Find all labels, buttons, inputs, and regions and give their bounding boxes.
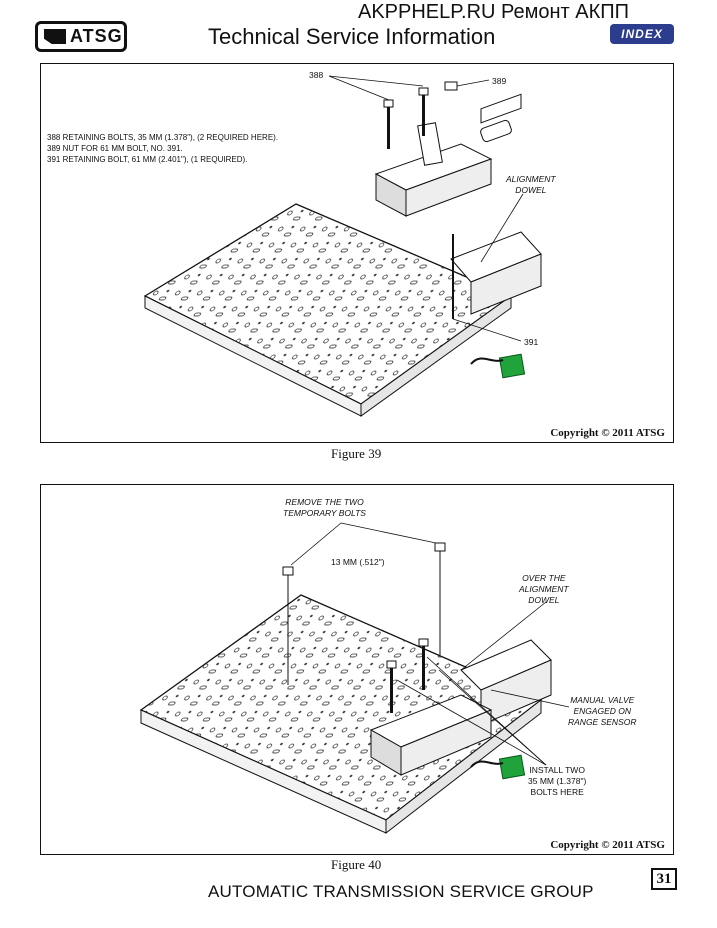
leader-lines	[290, 522, 570, 766]
manual-line-2: ENGAGED ON	[573, 706, 632, 716]
callout-alignment-dowel: ALIGNMENT DOWEL	[506, 174, 556, 196]
page-number: 31	[651, 868, 677, 890]
green-connector	[470, 353, 526, 379]
callout-391: 391	[524, 337, 539, 347]
manual-valve-assembly	[374, 119, 512, 217]
legend-item-388: 388 RETAINING BOLTS, 35 MM (1.378"), (2 …	[47, 133, 279, 142]
manual-line-1: MANUAL VALVE	[570, 695, 635, 705]
callout-manual-valve: MANUAL VALVE ENGAGED ON RANGE SENSOR	[568, 695, 637, 728]
install-line-1: INSTALL TWO	[529, 765, 585, 775]
figure-40-illustration	[139, 522, 570, 835]
bolt-size-label: 13 MM (.512")	[331, 557, 385, 567]
nut-389	[444, 81, 458, 91]
index-button[interactable]: INDEX	[610, 24, 674, 44]
manual-valve-assembly	[369, 694, 493, 776]
leader-lines	[328, 75, 524, 342]
remove-line-1: REMOVE THE TWO	[285, 497, 364, 507]
callout-over-alignment-dowel: OVER THE ALIGNMENT DOWEL	[519, 573, 569, 606]
figure-40-copyright: Copyright © 2011 ATSG	[550, 839, 665, 851]
install-line-3: BOLTS HERE	[530, 787, 584, 797]
install-bolt-left	[386, 660, 397, 713]
callout-388: 388	[309, 70, 324, 80]
temporary-bolt-left	[282, 566, 294, 685]
parts-legend: 388 RETAINING BOLTS, 35 MM (1.378"), (2 …	[47, 132, 278, 165]
dowel-line-2: DOWEL	[515, 185, 547, 195]
range-sensor	[450, 93, 542, 315]
callout-389: 389	[492, 76, 507, 86]
page-title: Technical Service Information	[208, 24, 496, 49]
figure-40-caption: Figure 40	[331, 857, 382, 872]
footer-organization: AUTOMATIC TRANSMISSION SERVICE GROUP	[208, 882, 594, 901]
figure-39-frame: 388 389 391 ALIGNMENT DOWEL 388 RETAININ…	[40, 63, 674, 443]
valve-body-plate	[143, 203, 513, 417]
figure-39-caption: Figure 39	[331, 446, 382, 461]
legend-item-389: 389 NUT FOR 61 MM BOLT, NO. 391.	[47, 144, 183, 153]
callout-install-bolts: INSTALL TWO 35 MM (1.378") BOLTS HERE	[528, 765, 586, 798]
site-banner: AKPPHELP.RU Ремонт АКПП	[358, 1, 629, 23]
atsg-logo-text: ATSG	[70, 26, 123, 46]
bolt-388-left	[383, 99, 394, 149]
figure-40-frame: REMOVE THE TWO TEMPORARY BOLTS 13 MM (.5…	[40, 484, 674, 855]
install-bolt-right	[418, 638, 429, 690]
callout-remove-temporary-bolts: REMOVE THE TWO TEMPORARY BOLTS	[283, 497, 366, 519]
bolt-388-right	[418, 87, 429, 136]
temporary-bolt-right	[434, 542, 446, 655]
legend-item-391: 391 RETAINING BOLT, 61 MM (2.401"), (1 R…	[47, 155, 248, 164]
figure-39-illustration	[143, 75, 542, 417]
install-line-2: 35 MM (1.378")	[528, 776, 587, 786]
valve-body-plate	[139, 594, 543, 835]
green-connector	[470, 754, 526, 780]
figure-39-copyright: Copyright © 2011 ATSG	[550, 427, 665, 439]
over-line-3: DOWEL	[528, 595, 560, 605]
atsg-logo-mark-icon	[44, 29, 66, 44]
over-line-1: OVER THE	[522, 573, 566, 583]
over-line-2: ALIGNMENT	[519, 584, 569, 594]
dowel-line-1: ALIGNMENT	[506, 174, 556, 184]
remove-line-2: TEMPORARY BOLTS	[283, 508, 366, 518]
manual-line-3: RANGE SENSOR	[568, 717, 637, 727]
atsg-logo: ATSG	[35, 21, 127, 52]
